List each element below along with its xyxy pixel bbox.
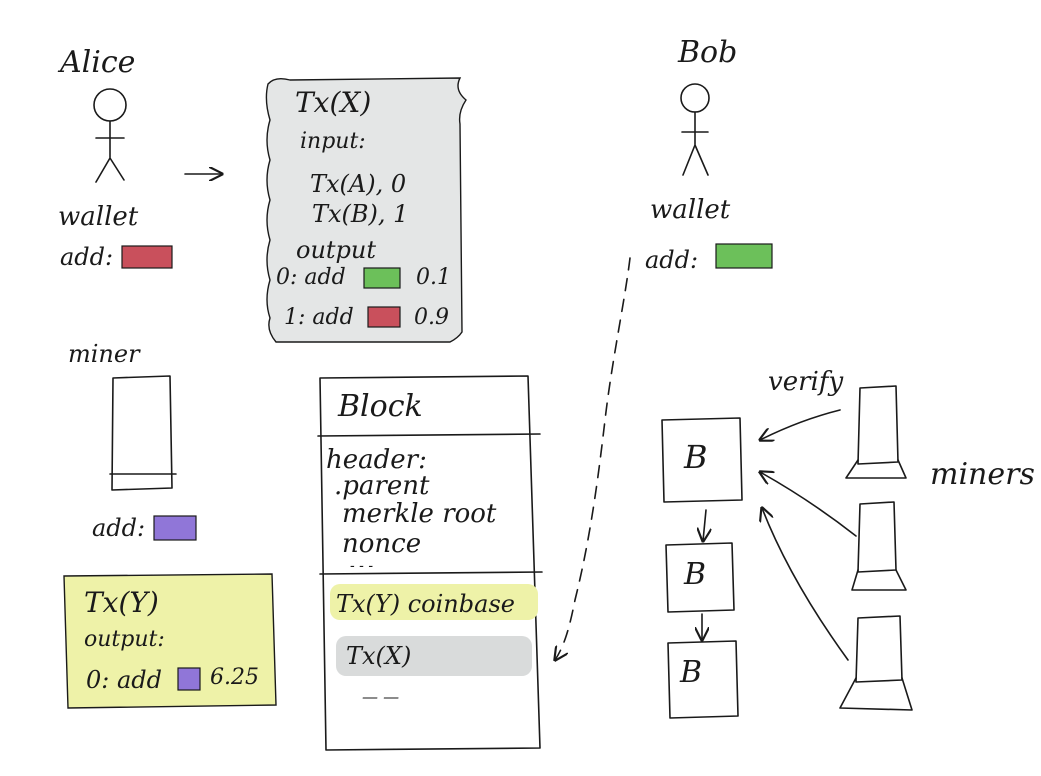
tx-x-output-1-amount: 0.9 (414, 305, 449, 330)
miner-name: miner (68, 340, 141, 368)
tx-x-output-0-amount: 0.1 (416, 265, 451, 290)
block-panel: Block header: .parent merkle root nonce … (318, 376, 542, 750)
block-field-merkle-root: merkle root (342, 499, 497, 529)
bob-address-label: add: (645, 246, 698, 274)
chain-link-arrow-1 (703, 510, 706, 541)
verify-label: verify (768, 367, 843, 397)
bob-wallet-label: wallet (650, 195, 731, 225)
block-tx-coinbase: Tx(Y) coinbase (336, 590, 515, 618)
miner-3-arrow (762, 508, 848, 660)
tx-x-output-label: output (296, 236, 376, 264)
alice-address-label: add: (60, 243, 113, 271)
alice-wallet-label: wallet (58, 202, 139, 232)
tx-y-output-label: output: (84, 627, 165, 652)
chain-block-middle-label: B (683, 557, 706, 592)
tx-x-output-1-idx: 1: add (284, 305, 354, 330)
block-title-divider (318, 434, 540, 436)
blockchain-chain: B B B (662, 418, 742, 718)
block-field-more: - - - (350, 558, 373, 574)
miner-address-swatch (154, 516, 196, 540)
chain-block-bottom (668, 641, 738, 718)
tx-x-panel: Tx(X) input: Tx(A), 0 Tx(B), 1 output 0:… (266, 78, 466, 342)
miner-computer-icon (112, 376, 172, 490)
bob-head-icon (681, 84, 709, 112)
bob-name: Bob (677, 35, 737, 70)
tx-y-panel: Tx(Y) output: 0: add 6.25 (64, 574, 276, 708)
miners-label: miners (930, 457, 1035, 492)
miner-computer-3-icon (856, 616, 902, 682)
block-title: Block (337, 389, 423, 424)
alice-address-swatch (122, 246, 172, 268)
tx-x-title: Tx(X) (295, 86, 371, 119)
miner-computer-1-icon (858, 386, 898, 464)
alice-body-icon (96, 121, 124, 182)
tx-x-output-0-idx: 0: add (276, 265, 346, 290)
bob-address-swatch (716, 244, 772, 268)
chain-block-top-label: B (683, 438, 708, 476)
tx-x-input-0: Tx(A), 0 (310, 170, 406, 198)
verify-arrow (760, 410, 840, 440)
tx-y-output-0-amount: 6.25 (210, 665, 259, 690)
miner-address-label: add: (92, 514, 145, 542)
alice-name: Alice (57, 45, 135, 80)
block-tx-x: Tx(X) (346, 642, 411, 670)
other-miners: verify miners (760, 367, 1035, 710)
tx-y-output-0-swatch (178, 668, 200, 690)
tx-x-input-1: Tx(B), 1 (312, 200, 408, 228)
miner-figure: miner add: (68, 340, 196, 542)
block-tx-more: — — (362, 687, 399, 706)
miner-computer-3-base (840, 678, 912, 710)
miner-computer-2-base (852, 570, 906, 590)
tx-x-output-1-swatch (368, 307, 400, 327)
tx-x-output-0-swatch (364, 268, 400, 288)
block-field-parent: .parent (334, 471, 430, 501)
miner-2-arrow (760, 472, 856, 536)
block-field-nonce: nonce (342, 529, 421, 559)
bob-to-block-dashed-arrow (555, 258, 630, 660)
chain-block-bottom-label: B (679, 655, 702, 690)
bob-figure: Bob wallet add: (645, 35, 772, 274)
tx-y-output-0-idx: 0: add (86, 666, 162, 694)
tx-y-title: Tx(Y) (84, 586, 159, 619)
miner-computer-2-icon (858, 502, 896, 572)
tx-x-input-label: input: (300, 129, 366, 154)
alice-figure: Alice wallet add: (57, 45, 172, 271)
alice-head-icon (94, 89, 126, 121)
bob-body-icon (682, 112, 708, 175)
